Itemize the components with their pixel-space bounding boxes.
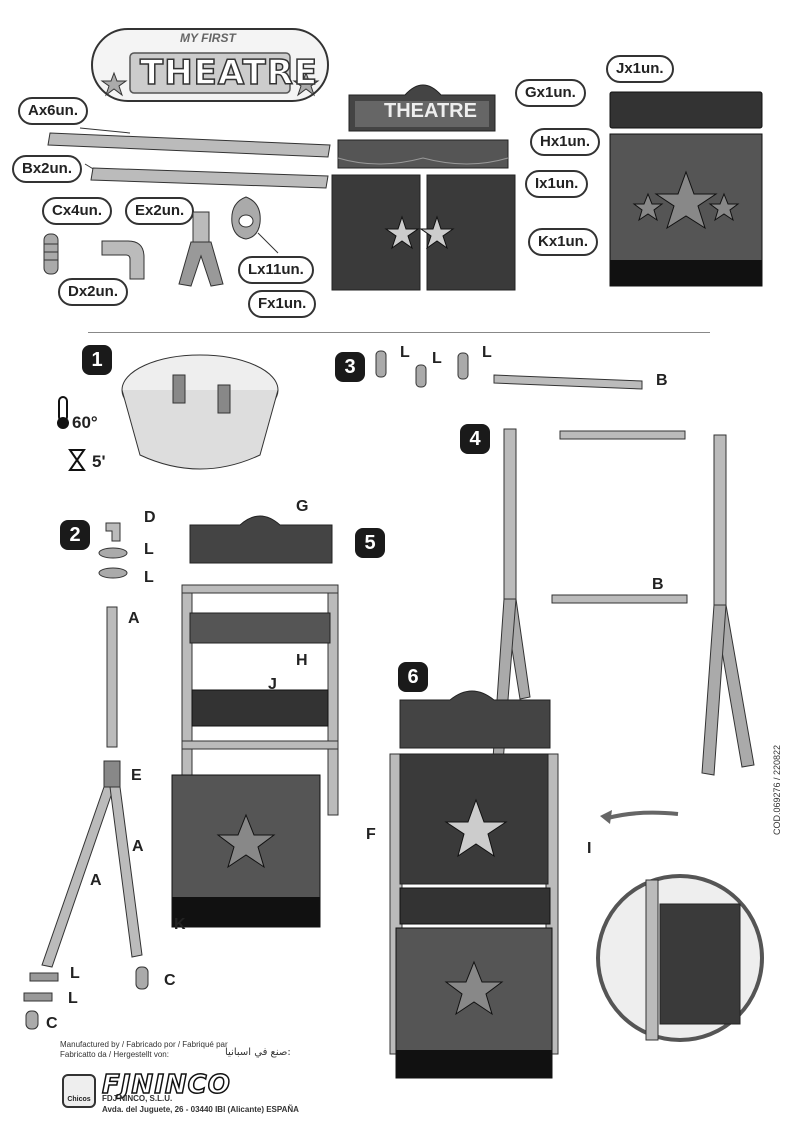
step-2-badge: 2 <box>60 520 90 550</box>
manufactured-by-text: Manufactured by / Fabricado por / Fabriq… <box>60 1040 228 1049</box>
part-d-elbow <box>101 240 145 280</box>
step6-assembled-theatre <box>389 690 559 1079</box>
company-name: FDJ NINCO, S.L.U. <box>102 1094 173 1103</box>
divider <box>88 332 710 333</box>
time-value: 5' <box>92 452 106 471</box>
part-k-label: Kx1un. <box>528 228 599 256</box>
step4-frame <box>491 428 755 776</box>
chicos-logo-text: Chicos <box>67 1096 91 1103</box>
step2-label-l3: L <box>70 965 80 982</box>
logo-big-text: THEATRE <box>139 52 319 94</box>
part-h-label: Hx1un. <box>530 128 601 156</box>
ninco-brand-logo: FJNINCO <box>101 1069 231 1101</box>
step2-label-l4: L <box>68 990 78 1007</box>
part-i-curtain-right <box>419 174 516 291</box>
part-c-connector <box>43 233 59 275</box>
part-b-label: Bx2un. <box>12 155 83 183</box>
step3-label-b: B <box>656 372 668 389</box>
company-address: Avda. del Juguete, 26 - 03440 IBI (Alica… <box>102 1105 299 1114</box>
logo-small-text: MY FIRST <box>180 31 236 45</box>
step5-label-j: J <box>268 676 277 693</box>
part-b-tube <box>84 163 329 189</box>
step2-label-a1: A <box>128 610 140 627</box>
part-l-clip <box>231 196 279 254</box>
step3-label-l3: L <box>482 344 492 361</box>
part-g-sign <box>348 84 496 132</box>
step2-label-l1: L <box>144 541 154 558</box>
step-6-badge: 6 <box>398 662 428 692</box>
part-e-label: Ex2un. <box>125 197 195 225</box>
detail-zoom-circle <box>596 810 764 1042</box>
part-j-stage <box>609 91 763 129</box>
part-l-label: Lx11un. <box>238 256 314 284</box>
part-c-label: Cx4un. <box>42 197 113 225</box>
step2-label-c2: C <box>46 1015 58 1032</box>
part-i-label: Ix1un. <box>525 170 589 198</box>
step2-label-c1: C <box>164 972 176 989</box>
theatre-logo: MY FIRST THEATRE <box>90 27 330 103</box>
step5-assembly <box>171 515 339 928</box>
step3-label-l1: L <box>400 344 410 361</box>
step3-label-l2: L <box>432 350 442 367</box>
temperature-value: 60° <box>72 413 98 432</box>
step6-label-i: I <box>587 840 592 857</box>
document-code: COD.069276 / 220822 <box>772 744 782 835</box>
step5-label-g: G <box>296 498 309 515</box>
part-k-backdrop <box>609 133 763 287</box>
part-d-label: Dx2un. <box>58 278 129 306</box>
step3-clips <box>375 350 643 390</box>
step2-label-d: D <box>144 509 156 526</box>
step5-label-k: K <box>174 916 186 933</box>
part-f-label: Fx1un. <box>248 290 317 318</box>
manufactured-by-text-2: Fabricatto da / Hergestellt von: <box>60 1050 169 1059</box>
part-h-valance <box>337 139 509 169</box>
step4-label-b: B <box>652 576 664 593</box>
step-3-badge: 3 <box>335 352 365 382</box>
step-1-badge: 1 <box>82 345 112 375</box>
step6-label-f: F <box>366 826 376 843</box>
arabic-made-in-text: صنع في اسبانيا: <box>225 1047 291 1058</box>
part-f-curtain-left <box>331 174 421 291</box>
thermometer-icon <box>57 396 69 429</box>
hourglass-icon <box>68 449 86 471</box>
step-4-badge: 4 <box>460 424 490 454</box>
step2-label-a2: A <box>132 838 144 855</box>
step5-label-h: H <box>296 652 308 669</box>
step2-label-e: E <box>131 767 142 784</box>
part-j-label: Jx1un. <box>606 55 674 83</box>
hot-water-bowl <box>121 354 279 470</box>
step2-leg-assembly <box>23 522 149 1030</box>
part-a-tube <box>47 127 331 158</box>
chicos-logo: Chicos <box>62 1074 96 1108</box>
part-a-label: Ax6un. <box>18 97 89 125</box>
part-e-junction <box>178 211 224 287</box>
step-5-badge: 5 <box>355 528 385 558</box>
step2-label-a3: A <box>90 872 102 889</box>
part-g-label: Gx1un. <box>515 79 586 107</box>
step2-label-l2: L <box>144 569 154 586</box>
part-g-text: THEATRE <box>384 100 477 122</box>
